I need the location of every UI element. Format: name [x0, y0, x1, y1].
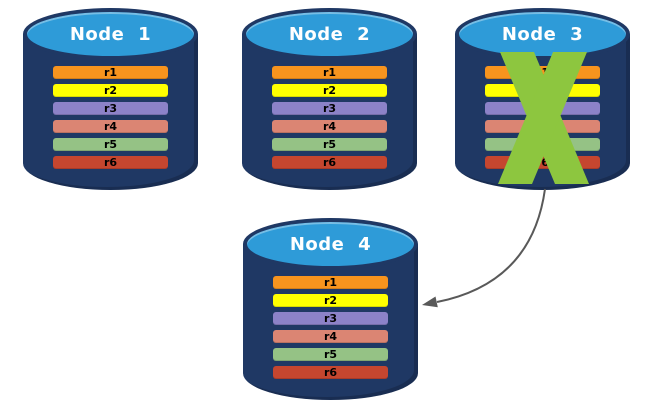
node-1-rows: r1 r2 r3 r4 r5 r6 [53, 66, 168, 169]
node-2-cylinder: r1 r2 r3 r4 r5 r6 Node 2 [242, 8, 417, 190]
row-label: r2 [322, 84, 337, 97]
node-2-cylinder-top: Node 2 [242, 8, 417, 60]
row-label: r1 [323, 276, 338, 289]
node-1-cylinder-top: Node 1 [23, 8, 198, 60]
row-label: r5 [322, 138, 337, 151]
row-label: r4 [322, 120, 337, 133]
node-2-row-r1: r1 [272, 66, 387, 79]
node-1-row-r6: r6 [53, 156, 168, 169]
node-4-row-r3: r3 [273, 312, 388, 325]
row-label: r1 [322, 66, 337, 79]
node-1-label: Node 1 [69, 23, 152, 45]
row-label: r4 [103, 120, 118, 133]
node-4-label: Node 4 [289, 233, 372, 255]
row-label: r4 [323, 330, 338, 343]
node-4-cylinder: r1 r2 r3 r4 r5 r6 Node 4 [243, 218, 418, 400]
row-label: r6 [103, 156, 118, 169]
node-2-row-r2: r2 [272, 84, 387, 97]
row-label: r5 [535, 138, 550, 151]
node-2-row-r5: r5 [272, 138, 387, 151]
row-label: r6 [323, 366, 338, 379]
node-3-row-r1: r1 [485, 66, 600, 79]
row-label: r3 [323, 312, 338, 325]
node-2-row-r6: r6 [272, 156, 387, 169]
node-1-cylinder: r1 r2 r3 r4 r5 r6 Node 1 [23, 8, 198, 190]
node-2-row-r4: r4 [272, 120, 387, 133]
row-label: r5 [103, 138, 118, 151]
node-1-row-r4: r4 [53, 120, 168, 133]
node-4-row-r1: r1 [273, 276, 388, 289]
row-label: r4 [535, 120, 550, 133]
node-3-cylinder-top: Node 3 [455, 8, 630, 60]
node-4-row-r4: r4 [273, 330, 388, 343]
node-4-row-r2: r2 [273, 294, 388, 307]
row-label: r3 [535, 102, 550, 115]
node-3-row-r3: r3 [485, 102, 600, 115]
node-3-row-r2: r2 [485, 84, 600, 97]
node-3-row-r5: r5 [485, 138, 600, 151]
row-label: r1 [103, 66, 118, 79]
row-label: r5 [323, 348, 338, 361]
row-label: r6 [535, 156, 550, 169]
row-label: r3 [322, 102, 337, 115]
node-2-rows: r1 r2 r3 r4 r5 r6 [272, 66, 387, 169]
node-3-cylinder: r1 r2 r3 r4 r5 r6 Node 3 [455, 8, 630, 190]
row-label: r2 [323, 294, 338, 307]
row-label: r2 [103, 84, 118, 97]
node-3-rows: r1 r2 r3 r4 r5 r6 [485, 66, 600, 169]
node-2-row-r3: r3 [272, 102, 387, 115]
row-label: r1 [535, 66, 550, 79]
node-2-label: Node 2 [288, 23, 371, 45]
node-3-label: Node 3 [501, 23, 584, 45]
node-3-row-r4: r4 [485, 120, 600, 133]
node-1-row-r3: r3 [53, 102, 168, 115]
node-1-row-r1: r1 [53, 66, 168, 79]
node-4-cylinder-top: Node 4 [243, 218, 418, 270]
node-4-row-r6: r6 [273, 366, 388, 379]
row-label: r2 [535, 84, 550, 97]
row-label: r3 [103, 102, 118, 115]
node-3-row-r6: r6 [485, 156, 600, 169]
node-1-row-r2: r2 [53, 84, 168, 97]
node-4-row-r5: r5 [273, 348, 388, 361]
node-4-rows: r1 r2 r3 r4 r5 r6 [273, 276, 388, 379]
node-1-row-r5: r5 [53, 138, 168, 151]
row-label: r6 [322, 156, 337, 169]
